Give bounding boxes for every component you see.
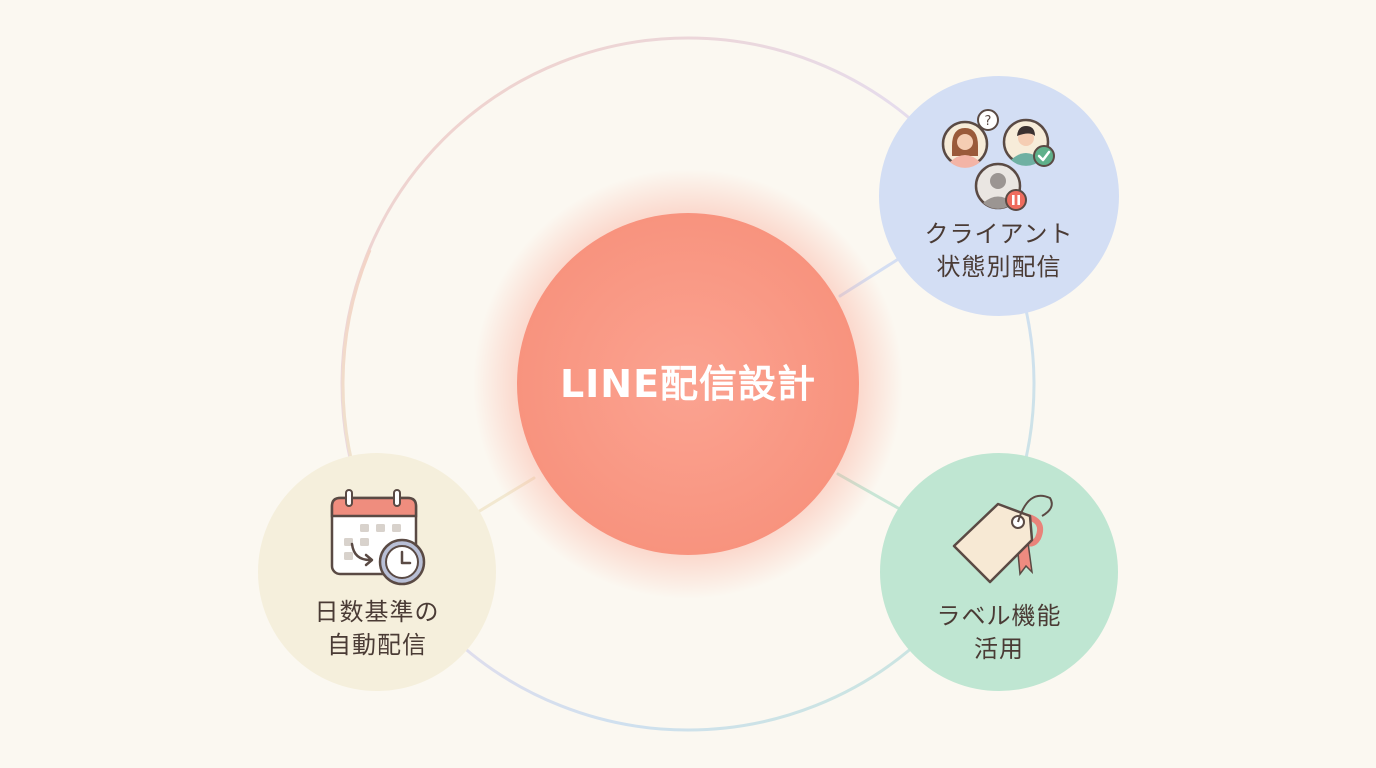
day-based-label-line1: 日数基準の bbox=[314, 598, 440, 626]
question-bubble-icon: ? bbox=[977, 109, 999, 131]
man-avatar-icon bbox=[1002, 118, 1055, 167]
label-feature-label-line2: 活用 bbox=[974, 635, 1024, 663]
client-status-label-line2: 状態別配信 bbox=[936, 253, 1062, 281]
price-tag-icon bbox=[952, 494, 1053, 584]
day-based-label-line2: 自動配信 bbox=[327, 631, 427, 659]
woman-avatar-icon bbox=[941, 120, 989, 168]
client-status-label: クライアント 状態別配信 bbox=[899, 218, 1099, 284]
client-status-label-line1: クライアント bbox=[924, 220, 1074, 248]
day-based-label: 日数基準の 自動配信 bbox=[277, 596, 477, 662]
label-feature-label: ラベル機能 活用 bbox=[899, 600, 1099, 666]
center-title: LINE配信設計 bbox=[559, 362, 817, 406]
svg-text:?: ? bbox=[985, 114, 992, 129]
client-avatars-icon: ? bbox=[941, 109, 1055, 211]
label-feature-label-line1: ラベル機能 bbox=[936, 602, 1062, 630]
paused-avatar-icon bbox=[974, 162, 1027, 211]
center-circle bbox=[517, 213, 859, 555]
calendar-clock-icon bbox=[330, 489, 426, 586]
